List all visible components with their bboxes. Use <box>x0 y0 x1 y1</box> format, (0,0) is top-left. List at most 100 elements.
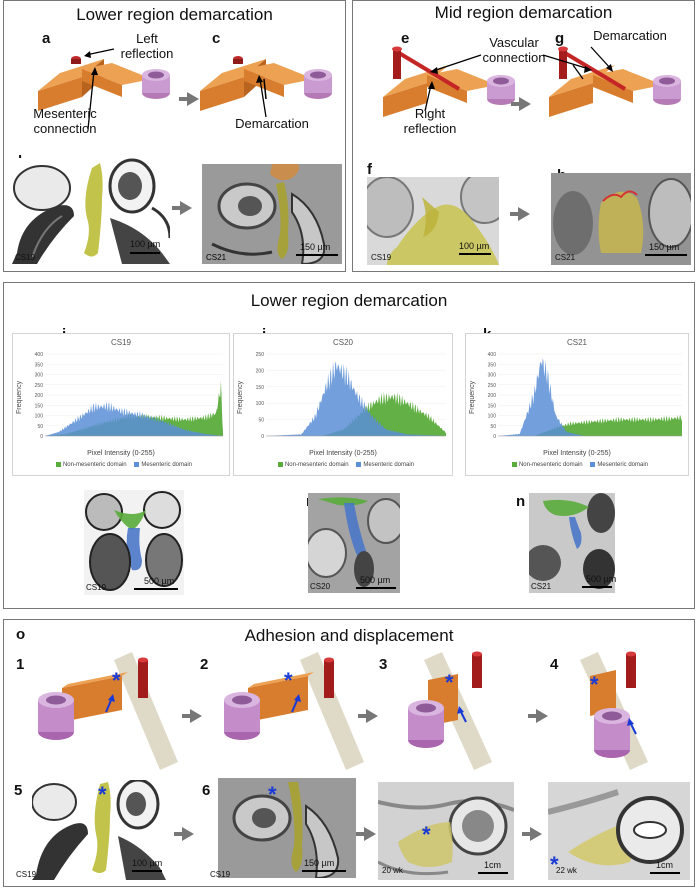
scale-label-f: 100 µm <box>459 241 490 251</box>
y-tick-label: 350 <box>35 362 44 368</box>
arrow-b-to-d <box>172 201 192 215</box>
series-area-non-mesenteric-domain <box>45 380 223 436</box>
star-1: * <box>112 668 121 693</box>
scale-bar-7 <box>478 872 508 874</box>
series-area-non-mesenteric-domain <box>266 391 446 436</box>
star-8: * <box>550 852 559 877</box>
scale-bar-b <box>130 252 160 254</box>
scale-bar-n <box>582 586 612 588</box>
y-tick-label: 150 <box>35 403 44 409</box>
arrow-2-to-3 <box>358 709 378 723</box>
legend-item: Non-mesenteric domain <box>62 462 127 469</box>
micrograph-n <box>529 493 615 593</box>
panel-title: Mid region demarcation <box>434 3 613 22</box>
panel-title: Adhesion and displacement <box>244 626 454 645</box>
stage-5: CS19 <box>16 870 37 879</box>
panel-lower-region-top: Lower region demarcation a c Left reflec… <box>3 0 346 272</box>
stage-8: 22 wk <box>556 866 577 875</box>
panel-adhesion-displacement: o Adhesion and displacement 1 2 3 4 * * <box>3 619 695 887</box>
y-tick-label: 100 <box>488 414 497 420</box>
label-e: e <box>401 30 410 47</box>
model-step-4 <box>580 651 648 770</box>
y-tick-label: 50 <box>37 424 43 430</box>
star-3: * <box>445 670 454 695</box>
legend-item: Non-mesenteric domain <box>284 462 349 469</box>
series-area-mesenteric-domain <box>498 358 682 436</box>
y-tick-label: 250 <box>488 383 497 389</box>
label-o: o <box>16 626 26 643</box>
step-2-label: 2 <box>200 656 209 673</box>
y-tick-label: 50 <box>258 418 264 424</box>
arrow-e-to-g <box>511 97 531 111</box>
chart-legend: Non-mesenteric domain Mesenteric domain <box>234 462 452 468</box>
series-area-mesenteric-domain <box>45 401 223 436</box>
y-tick-label: 0 <box>493 434 496 440</box>
y-tick-label: 250 <box>256 352 265 358</box>
step-4-label: 4 <box>550 656 559 673</box>
stage-h: CS21 <box>555 253 576 262</box>
y-tick-label: 50 <box>490 424 496 430</box>
micrograph-d <box>202 164 342 264</box>
star-2: * <box>284 668 293 693</box>
scale-label-5: 100 µm <box>132 858 163 868</box>
star-7: * <box>422 822 431 847</box>
micrograph-h <box>551 173 691 265</box>
annotation-left-reflection: Left reflection <box>120 31 174 61</box>
micrograph-m <box>308 493 400 593</box>
y-tick-label: 400 <box>35 352 44 358</box>
panel-title: Lower region demarcation <box>250 291 448 310</box>
scale-bar-6 <box>302 870 346 872</box>
legend-item: Mesenteric domain <box>141 462 193 469</box>
series-area-mesenteric-domain <box>266 361 446 436</box>
legend-item: Mesenteric domain <box>597 462 649 469</box>
chart-ylabel: Frequency <box>237 380 244 414</box>
scale-label-d: 150 µm <box>300 242 331 252</box>
arrow-7-to-8 <box>522 827 542 841</box>
panel-lower-region-histograms: Lower region demarcation i j k CS19 Freq… <box>3 282 695 609</box>
arrow-6-to-7 <box>356 827 376 841</box>
chart-title: CS19 <box>110 338 131 347</box>
y-tick-label: 100 <box>35 414 44 420</box>
scale-label-6: 150 µm <box>304 858 335 868</box>
y-tick-label: 150 <box>256 385 265 391</box>
series-area-non-mesenteric-domain <box>498 415 682 436</box>
chart-ylabel: Frequency <box>16 380 23 414</box>
label-c: c <box>212 30 221 47</box>
step-1-label: 1 <box>16 656 25 673</box>
scale-label-7: 1cm <box>484 860 502 870</box>
micrograph-l <box>84 490 184 595</box>
chart-xlabel: Pixel Intensity (0-255) <box>543 450 611 457</box>
scale-label-h: 150 µm <box>649 242 680 252</box>
panel-mid-region: Mid region demarcation e g Vascular conn… <box>352 0 695 272</box>
arrow-f-to-h <box>510 207 530 221</box>
y-tick-label: 350 <box>488 362 497 368</box>
scale-label-n: 500 µm <box>586 574 617 584</box>
y-tick-label: 200 <box>35 393 44 399</box>
micrograph-step-5 <box>32 780 166 880</box>
y-tick-label: 400 <box>488 352 497 358</box>
legend-item: Mesenteric domain <box>363 462 415 469</box>
model-step-1 <box>38 652 178 770</box>
stage-b: CS19 <box>15 253 36 262</box>
stage-d: CS21 <box>206 253 227 262</box>
step-6-label: 6 <box>202 782 211 799</box>
star-4: * <box>590 672 599 697</box>
y-tick-label: 200 <box>488 393 497 399</box>
label-g: g <box>555 30 565 47</box>
y-tick-label: 100 <box>256 401 265 407</box>
scale-bar-m <box>356 587 396 589</box>
annotation-right-reflection: Right reflection <box>403 106 457 136</box>
label-n: n <box>516 493 526 510</box>
label-a: a <box>42 30 51 47</box>
panel-title: Lower region demarcation <box>76 5 273 24</box>
model-c <box>200 56 332 111</box>
chart-xlabel: Pixel Intensity (0-255) <box>87 450 155 457</box>
pointer-arrow-c <box>256 75 267 118</box>
arrow-1-to-2 <box>182 709 202 723</box>
model-g <box>549 46 681 117</box>
